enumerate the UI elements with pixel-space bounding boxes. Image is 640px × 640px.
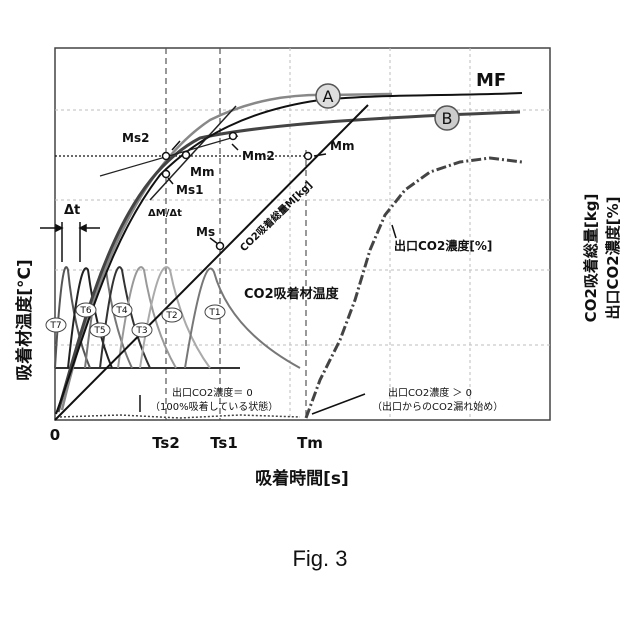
label-ms: Ms — [196, 225, 215, 239]
y-right-axis-label-2: 出口CO2濃度[%] — [604, 197, 622, 320]
label-sorbent-temp: CO2吸着材温度 — [244, 286, 340, 302]
curve-b-label: B — [442, 109, 453, 128]
tick-tm: Tm — [297, 434, 323, 452]
x-axis-label: 吸着時間[s] — [255, 468, 349, 489]
figure-caption: Fig. 3 — [0, 546, 640, 572]
label-outlet-conc: 出口CO2濃度[%] — [394, 238, 492, 253]
label-ms2: Ms2 — [122, 131, 149, 145]
y-left-axis-label: 吸着材温度[°C] — [14, 259, 35, 381]
label-dm-dt: ΔM/Δt — [148, 208, 182, 219]
peak-label-t4: T4 — [115, 306, 127, 316]
label-mm-left: Mm — [190, 165, 214, 179]
tick-ts1: Ts1 — [210, 434, 238, 452]
label-delta-t: Δt — [64, 203, 80, 218]
peak-label-t1: T1 — [208, 308, 220, 318]
label-mm2: Mm2 — [242, 149, 275, 163]
label-mm-right: Mm — [330, 139, 354, 153]
curve-a-label: A — [323, 87, 334, 106]
label-leak-line2: （出口からのCO2漏れ始め） — [372, 400, 503, 413]
label-leak-line1: 出口CO2濃度 ＞ 0 — [388, 386, 472, 399]
peak-label-t5: T5 — [93, 326, 105, 336]
peak-label-t6: T6 — [79, 306, 91, 316]
peak-label-t3: T3 — [135, 326, 147, 336]
peak-label-t2: T2 — [165, 311, 177, 321]
tick-origin: 0 — [50, 426, 60, 444]
y-right-axis-label-1: CO2吸着総量[kg] — [582, 194, 600, 323]
label-zero-line1: 出口CO2濃度＝ 0 — [172, 386, 253, 399]
tick-ts2: Ts2 — [152, 434, 180, 452]
label-ms1: Ms1 — [176, 183, 203, 197]
label-zero-line2: （100%吸着している状態） — [150, 400, 278, 413]
label-mf: MF — [476, 70, 506, 91]
peak-label-t7: T7 — [49, 321, 61, 331]
